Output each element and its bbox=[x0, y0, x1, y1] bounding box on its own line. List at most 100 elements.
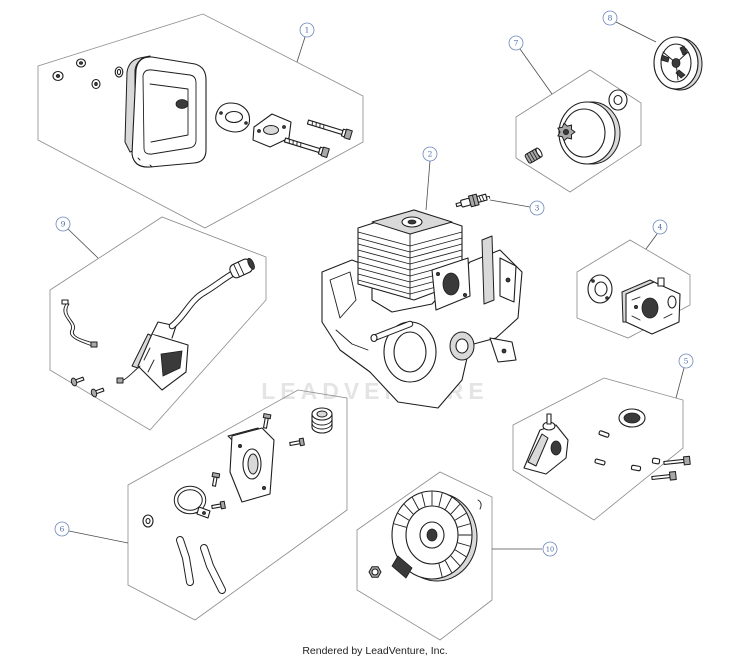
flywheel-fin bbox=[421, 493, 426, 507]
carburetor-gasket bbox=[587, 274, 613, 304]
pin-d bbox=[651, 457, 661, 465]
render-credit: Rendered by LeadVenture, Inc. bbox=[302, 645, 447, 657]
flywheel-fin bbox=[403, 504, 414, 515]
flywheel-fins bbox=[393, 491, 472, 577]
clutch-drum bbox=[557, 101, 621, 165]
grommet bbox=[618, 408, 646, 428]
fitting-bolt-a bbox=[663, 455, 691, 466]
leader-3 bbox=[489, 199, 531, 208]
leader-1 bbox=[296, 36, 306, 63]
fuel-line-a bbox=[176, 536, 194, 586]
callout-5[interactable]: 5 bbox=[678, 353, 694, 369]
high-tension-lead bbox=[168, 270, 236, 330]
needle-bearing bbox=[524, 147, 543, 164]
group-box-9 bbox=[49, 216, 267, 431]
muffler-washer-d bbox=[114, 66, 124, 78]
muffler-washer-b bbox=[75, 58, 87, 68]
clutch bbox=[653, 36, 703, 91]
pin-c bbox=[630, 464, 642, 472]
flywheel-fin bbox=[397, 513, 410, 521]
ground-wire bbox=[61, 299, 98, 348]
callout-7[interactable]: 7 bbox=[508, 35, 524, 51]
callout-label: 5 bbox=[684, 357, 689, 366]
flywheel-fin bbox=[450, 504, 461, 515]
ignition-coil bbox=[116, 321, 189, 391]
group-box-5 bbox=[512, 377, 684, 521]
muffler-plate bbox=[252, 113, 292, 148]
flywheel-fin bbox=[457, 542, 471, 547]
flywheel-fin bbox=[457, 523, 471, 528]
intake-screw-b bbox=[289, 437, 305, 447]
group-box-10 bbox=[356, 471, 493, 641]
callout-8[interactable]: 8 bbox=[602, 10, 618, 26]
intake-washer bbox=[142, 514, 154, 528]
intake-adapter bbox=[227, 427, 275, 503]
flywheel bbox=[391, 490, 478, 582]
spark-plug-boot bbox=[229, 257, 255, 279]
flywheel-fin bbox=[438, 493, 443, 507]
flywheel-nut bbox=[368, 566, 382, 578]
flywheel-fin bbox=[412, 497, 419, 510]
leader-2 bbox=[425, 160, 431, 211]
clutch-washer bbox=[608, 89, 628, 111]
flywheel-fin bbox=[445, 497, 452, 510]
hose-clamp bbox=[173, 485, 211, 519]
flywheel-fin bbox=[445, 560, 452, 573]
callout-1[interactable]: 1 bbox=[299, 22, 315, 38]
muffler-washer-c bbox=[91, 78, 101, 90]
leader-6 bbox=[68, 530, 129, 544]
fuel-fitting bbox=[523, 413, 569, 475]
coil-screw-a bbox=[70, 376, 85, 387]
crankshaft bbox=[370, 320, 414, 343]
flywheel-fin bbox=[450, 555, 461, 566]
coil-screw-b bbox=[90, 387, 105, 398]
fitting-bolt-b bbox=[651, 471, 677, 481]
pin-a bbox=[598, 430, 610, 438]
intake-screw-c bbox=[211, 472, 221, 487]
flywheel-fin bbox=[438, 563, 443, 577]
callout-6[interactable]: 6 bbox=[54, 521, 70, 537]
callout-3[interactable]: 3 bbox=[529, 200, 545, 216]
leader-7 bbox=[519, 48, 553, 95]
flywheel-fin bbox=[393, 523, 407, 528]
leader-4 bbox=[645, 233, 658, 250]
flywheel-fin bbox=[454, 513, 467, 521]
callout-label: 4 bbox=[658, 223, 663, 232]
leader-5 bbox=[675, 367, 685, 399]
group-box-6 bbox=[127, 389, 348, 621]
leader-9 bbox=[67, 228, 99, 259]
muffler bbox=[124, 55, 207, 168]
group-box-1 bbox=[37, 13, 364, 229]
callout-10[interactable]: 10 bbox=[542, 541, 558, 557]
callout-label: 7 bbox=[514, 39, 519, 48]
intake-screw-a bbox=[262, 413, 272, 429]
callout-label: 10 bbox=[546, 546, 554, 554]
spark-plug bbox=[455, 193, 491, 208]
crankcase-bearing bbox=[383, 321, 475, 383]
group-box-7 bbox=[515, 69, 642, 193]
intake-plug bbox=[311, 407, 333, 434]
callout-label: 6 bbox=[60, 525, 65, 534]
callout-label: 8 bbox=[608, 14, 613, 23]
callout-label: 9 bbox=[61, 220, 66, 229]
flywheel-key bbox=[477, 499, 482, 510]
callout-label: 2 bbox=[428, 150, 433, 159]
pin-b bbox=[594, 458, 606, 466]
muffler-gasket bbox=[215, 102, 251, 133]
callout-9[interactable]: 9 bbox=[55, 216, 71, 232]
carburetor bbox=[621, 277, 681, 335]
callout-2[interactable]: 2 bbox=[422, 146, 438, 162]
muffler-bolt-a bbox=[306, 119, 353, 140]
leader-8 bbox=[615, 21, 657, 43]
callout-label: 3 bbox=[535, 204, 540, 213]
muffler-bolt-b bbox=[283, 137, 330, 158]
flywheel-fin bbox=[454, 549, 467, 557]
callout-4[interactable]: 4 bbox=[652, 219, 668, 235]
fuel-line-b bbox=[200, 544, 226, 594]
group-box-4 bbox=[576, 239, 691, 339]
muffler-washer-a bbox=[52, 70, 64, 82]
intake-screw-d bbox=[211, 500, 226, 510]
callout-label: 1 bbox=[305, 26, 310, 35]
intake-port bbox=[431, 257, 471, 311]
